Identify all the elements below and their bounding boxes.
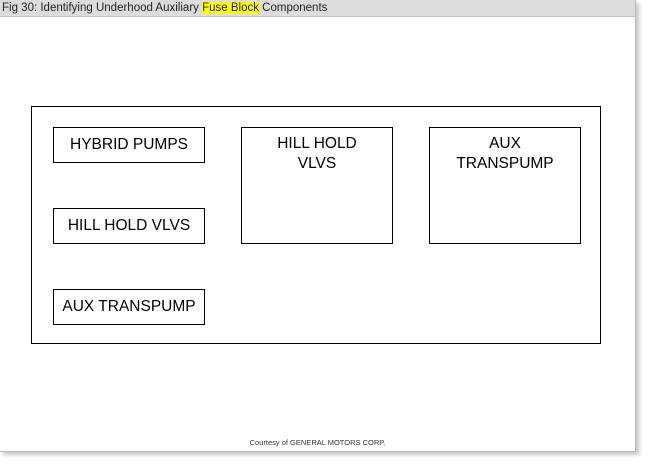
fuse-aux-transpump-small-label: AUX TRANSPUMP [62,298,196,315]
fuse-aux-transpump-small: AUX TRANSPUMP [53,289,205,325]
fuse-hill-hold-vlvs-small-label: HILL HOLD VLVS [67,217,191,234]
fuse-hybrid-pumps-label: HYBRID PUMPS [70,136,188,153]
fuse-aux-transpump-large: AUX TRANSPUMP [429,127,581,244]
fuse-hill-hold-vlvs-small: HILL HOLD VLVS [53,208,205,244]
figure-frame: Fig 30: Identifying Underhood Auxiliary … [0,0,636,452]
fuse-hybrid-pumps: HYBRID PUMPS [53,127,205,163]
caption-prefix: Fig 30: Identifying Underhood Auxiliary [2,2,203,14]
fuse-hill-hold-vlvs-large-line2: VLVS [297,155,337,172]
fuse-aux-transpump-large-line1: AUX [489,135,521,152]
figure-caption: Fig 30: Identifying Underhood Auxiliary … [0,0,635,17]
fuse-block-outline: HYBRID PUMPS HILL HOLD VLVS AUX TRANSPUM… [31,106,601,344]
fuse-hill-hold-vlvs-large-line1: HILL HOLD [277,135,357,152]
courtesy-credit: Courtesy of GENERAL MOTORS CORP. [249,438,386,447]
fuse-hill-hold-vlvs-large: HILL HOLD VLVS [241,127,393,244]
caption-highlight: Fuse Block [202,2,259,14]
caption-suffix: Components [258,2,328,14]
fuse-aux-transpump-large-line2: TRANSPUMP [456,155,554,172]
